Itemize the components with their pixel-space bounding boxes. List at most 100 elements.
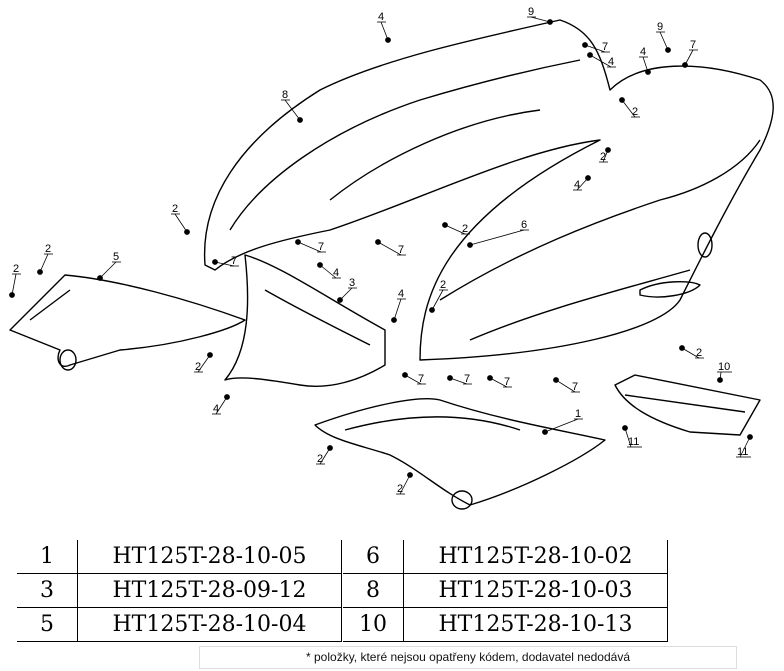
leader-line (319, 264, 337, 279)
callout-label: 4 (378, 11, 384, 23)
callout-4: 4 (377, 11, 391, 43)
fastener-icon (665, 47, 671, 53)
fastener-icon (442, 222, 448, 228)
callout-10: 10 (717, 361, 732, 383)
fastener-icon (97, 275, 103, 281)
leader-line (399, 474, 411, 495)
leader-line (380, 21, 389, 41)
part-number: 5 (17, 607, 78, 642)
leader-line (584, 44, 606, 53)
callout-7: 7 (402, 372, 426, 385)
callout-8: 8 (281, 89, 303, 123)
fastener-icon (553, 377, 559, 383)
callout-2: 2 (9, 263, 21, 298)
leader-line (99, 261, 117, 279)
callout-9: 9 (527, 6, 553, 25)
part-code: HT125T-28-10-13 (403, 607, 668, 642)
callout-label: 2 (317, 453, 323, 465)
fastener-icon (297, 117, 303, 123)
fastener-icon (212, 259, 218, 265)
part-code: HT125T-28-10-02 (403, 540, 668, 574)
fastener-icon (317, 262, 323, 268)
fastener-icon (295, 239, 301, 245)
callout-label: 7 (504, 376, 510, 388)
footnote: * položky, které nejsou opatřeny kódem, … (199, 646, 737, 669)
callout-4: 4 (212, 394, 230, 415)
fastener-icon (542, 429, 548, 435)
callout-label: 2 (696, 347, 702, 359)
callout-7: 7 (295, 239, 326, 253)
callout-label: 7 (602, 41, 608, 53)
fastener-icon (487, 375, 493, 381)
callout-2: 2 (442, 222, 470, 235)
leader-line (377, 241, 402, 256)
fastener-icon (391, 317, 397, 323)
callout-7: 7 (582, 41, 610, 53)
fastener-icon (327, 445, 333, 451)
callout-label: 7 (572, 381, 578, 393)
callout-label: 4 (640, 46, 646, 58)
callout-2: 2 (619, 97, 640, 118)
callout-label: 2 (600, 151, 606, 163)
part-8-upper-cover (203, 19, 774, 361)
callout-1: 1 (542, 408, 583, 435)
callout-label: 2 (462, 223, 468, 235)
exploded-parts-diagram: 4974947822462772225743422277771041221111 (9, 6, 774, 510)
callout-2: 2 (194, 352, 213, 373)
callout-label: 9 (528, 6, 534, 18)
fastener-icon (619, 97, 625, 103)
callout-label: 6 (521, 219, 527, 231)
part-number: 6 (343, 540, 404, 574)
leader-line (215, 396, 228, 415)
part-10-cover-plate (614, 374, 761, 436)
fastener-icon (605, 147, 611, 153)
callout-label: 7 (690, 39, 696, 51)
callout-6: 6 (467, 219, 529, 248)
fastener-icon (679, 345, 685, 351)
part-number: 8 (343, 573, 404, 608)
leader-line (393, 298, 402, 321)
callout-label: 4 (398, 288, 404, 300)
callout-7: 7 (553, 377, 580, 393)
callout-label: 4 (333, 267, 339, 279)
fastener-icon (717, 377, 723, 383)
callout-label: 4 (574, 179, 580, 191)
fastener-icon (224, 394, 230, 400)
leader-line (469, 229, 525, 246)
callout-label: 2 (632, 106, 638, 118)
leader-line (555, 379, 576, 393)
callout-2: 2 (396, 472, 413, 495)
leader-line (530, 16, 551, 23)
part-code: HT125T-28-10-03 (403, 573, 668, 608)
callout-label: 4 (608, 56, 614, 68)
callout-label: 10 (718, 361, 730, 373)
part-code: HT125T-28-10-04 (77, 607, 342, 642)
leader-line (404, 374, 422, 385)
callout-7: 7 (682, 39, 698, 68)
part-number: 10 (343, 607, 404, 642)
leader-line (621, 99, 636, 118)
leader-line (431, 289, 444, 311)
fastener-icon (37, 269, 43, 275)
callout-11: 11 (622, 425, 642, 448)
callout-2: 2 (37, 243, 53, 275)
callout-label: 7 (418, 373, 424, 385)
leader-line (319, 447, 331, 465)
leader-line (297, 241, 322, 253)
leader-line (489, 377, 508, 388)
callout-label: 4 (213, 403, 219, 415)
callout-label: 7 (398, 244, 404, 256)
callout-2: 2 (429, 279, 448, 313)
leader-line (197, 354, 211, 373)
callout-11: 11 (736, 434, 753, 458)
fastener-icon (645, 69, 651, 75)
fastener-icon (207, 352, 213, 358)
callout-4: 4 (639, 46, 651, 75)
callout-7: 7 (487, 375, 512, 388)
fastener-icon (402, 372, 408, 378)
